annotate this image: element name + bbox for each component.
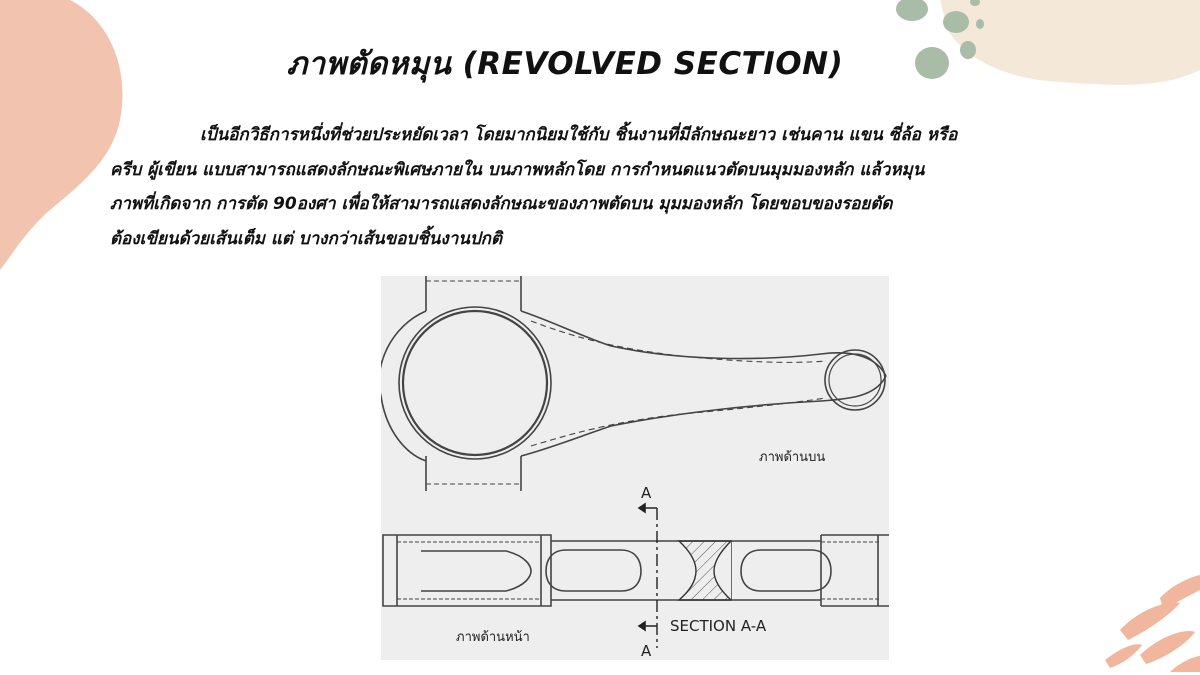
front-view [382, 502, 889, 648]
cut-marker-top: A [641, 484, 652, 502]
cut-marker-bottom: A [641, 642, 652, 660]
paragraph-line-4: ต้องเขียนด้วยเส้นเต็ม แต่ บางกว่าเส้นขอบ… [110, 228, 503, 249]
paragraph-line-3: ภาพที่เกิดจาก การตัด 90องศา เพื่อให้สามา… [110, 194, 893, 214]
slide-title: ภาพตัดหมุน (REVOLVED SECTION) [286, 46, 844, 82]
connecting-rod-svg [381, 276, 889, 648]
paragraph-line-1: เป็นอีกวิธีการหนึ่งที่ช่วยประหยัดเวลา โด… [200, 125, 958, 145]
section-label: SECTION A-A [670, 617, 767, 635]
front-view-label: ภาพด้านหน้า [456, 630, 530, 645]
salmon-brush-strokes [1105, 575, 1200, 672]
description-paragraph: เป็นอีกวิธีการหนึ่งที่ช่วยประหยัดเวลา โด… [110, 118, 1170, 256]
top-view [381, 276, 887, 491]
paragraph-line-2: ครีบ ผู้เขียน แบบสามารถแสดงลักษณะพิเศษภา… [110, 159, 925, 180]
top-view-label: ภาพด้านบน [759, 450, 826, 465]
connecting-rod-drawing: ภาพด้านบน ภาพด้านหน้า SECTION A-A A A [381, 276, 889, 660]
